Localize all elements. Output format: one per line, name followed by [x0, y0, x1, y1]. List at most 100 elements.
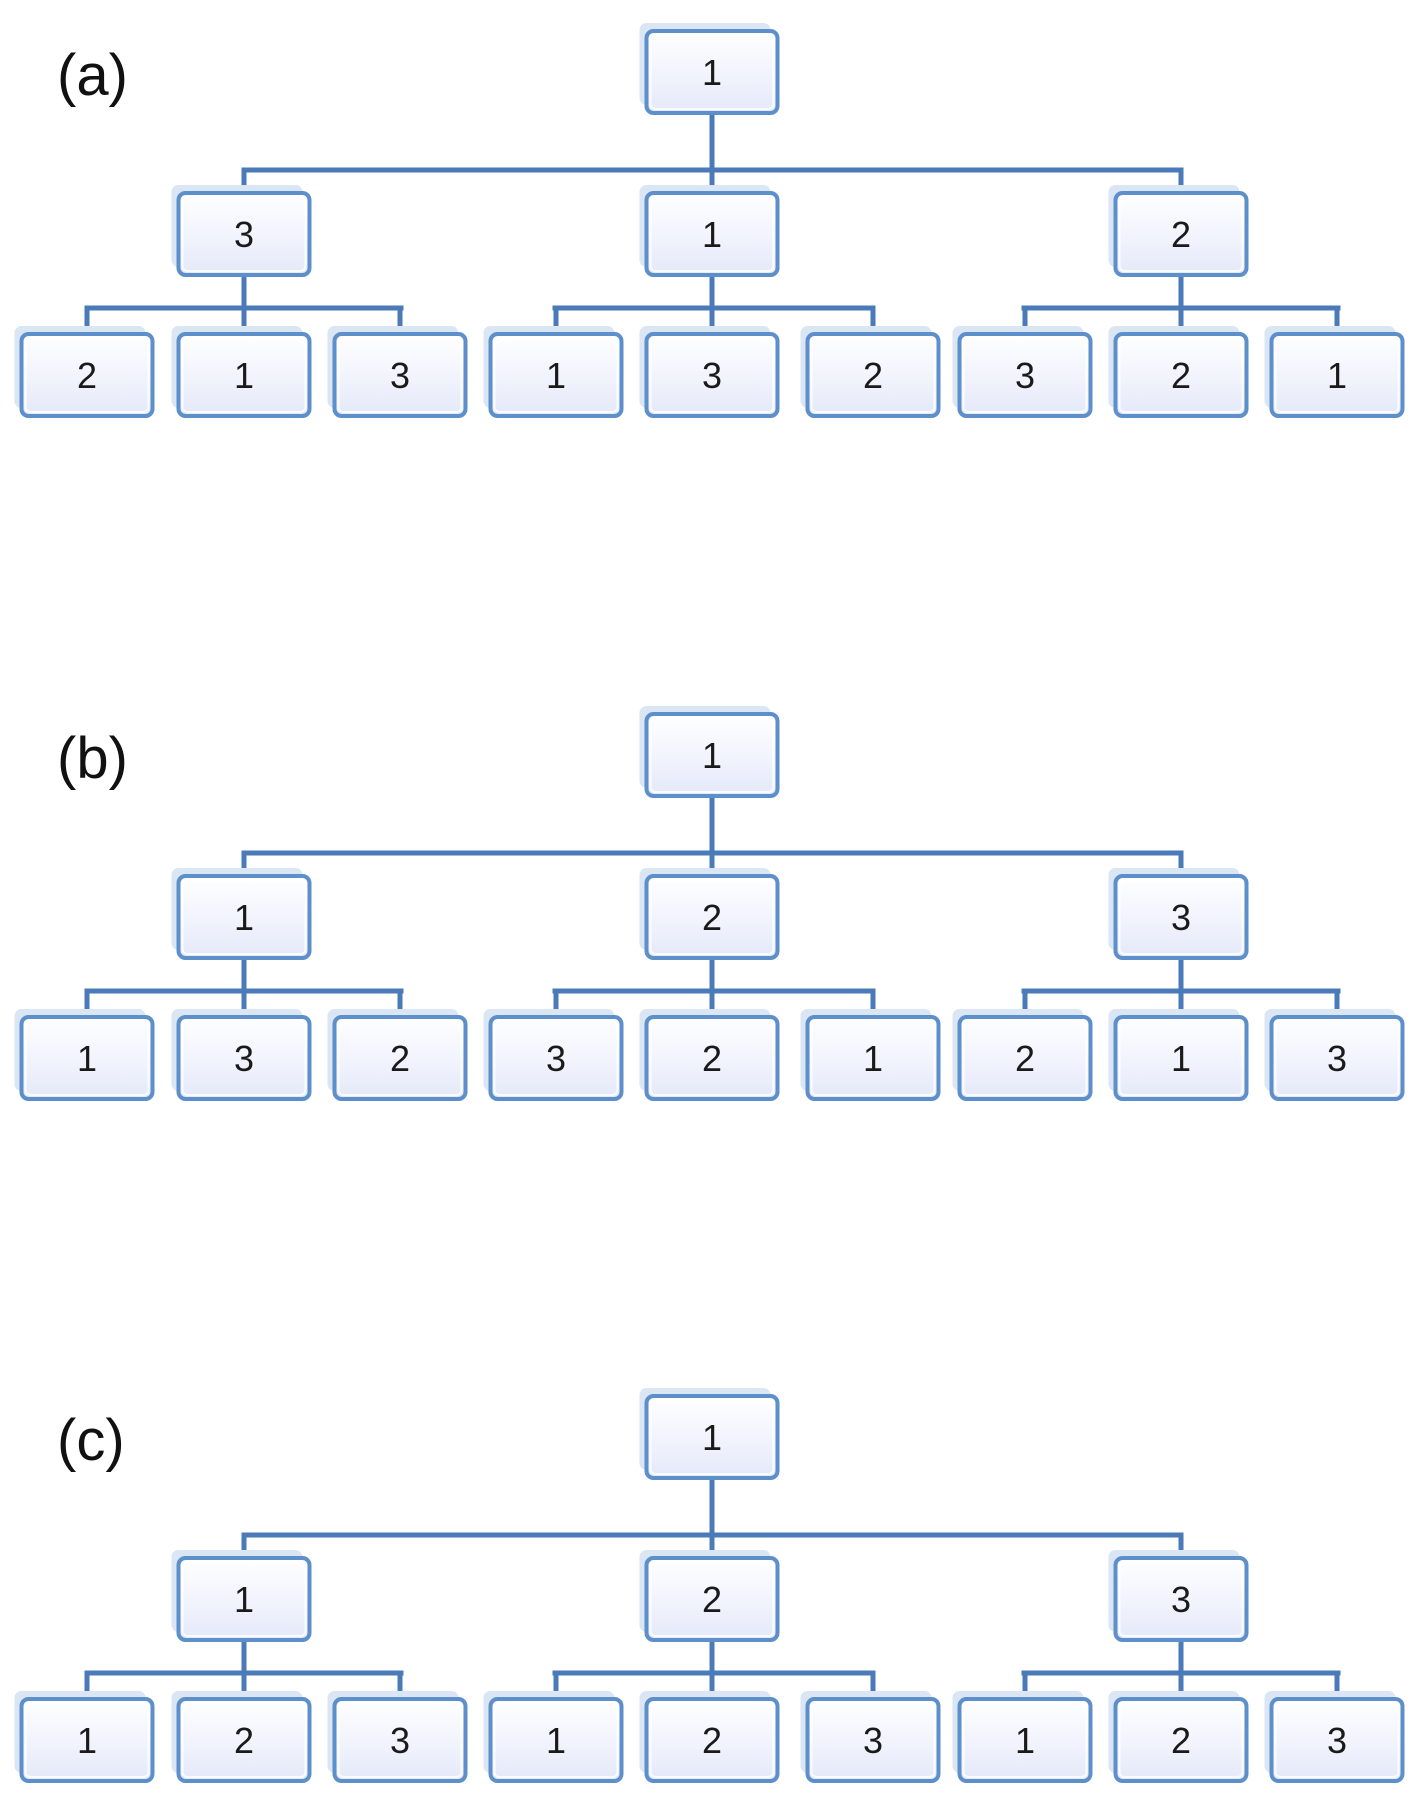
node-box	[176, 1015, 312, 1101]
root-node: 1	[639, 1388, 780, 1480]
node-highlight	[649, 34, 775, 110]
node-highlight	[1118, 337, 1244, 413]
leaf-node-4: 1	[483, 1691, 624, 1783]
node-highlight	[24, 1020, 150, 1096]
leaf-node-2: 3	[171, 1009, 312, 1101]
leaf-node-3: 3	[327, 1691, 468, 1783]
node-box	[332, 1697, 468, 1783]
node-box	[1269, 332, 1405, 418]
panel-label: (c)	[57, 1408, 125, 1473]
node-box	[1269, 1015, 1405, 1101]
leaf-node-4: 3	[483, 1009, 624, 1101]
node-box	[19, 1697, 155, 1783]
node-box	[805, 1015, 941, 1101]
node-highlight	[337, 1702, 463, 1778]
panel-label: (b)	[57, 726, 128, 791]
leaf-node-6: 1	[800, 1009, 941, 1101]
leaf-node-2: 1	[171, 326, 312, 418]
node-box	[19, 1015, 155, 1101]
node-value: 2	[702, 1038, 722, 1079]
node-box	[644, 29, 780, 115]
node-value: 3	[390, 1720, 410, 1761]
node-value: 2	[702, 1579, 722, 1620]
leaf-node-1: 1	[14, 1691, 155, 1783]
node-box	[1269, 1697, 1405, 1783]
node-highlight	[649, 717, 775, 793]
node-box	[1113, 332, 1249, 418]
root-node: 1	[639, 706, 780, 798]
leaf-node-9: 1	[1264, 326, 1405, 418]
node-value: 1	[77, 1720, 97, 1761]
node-box	[644, 1697, 780, 1783]
node-box	[644, 874, 780, 960]
node-highlight	[181, 1561, 307, 1637]
node-value: 3	[1171, 1579, 1191, 1620]
node-highlight	[337, 337, 463, 413]
node-value: 1	[234, 897, 254, 938]
mid-node-1: 3	[171, 185, 312, 277]
leaf-node-7: 3	[952, 326, 1093, 418]
node-highlight	[493, 1020, 619, 1096]
mid-node-2: 2	[639, 1550, 780, 1642]
node-value: 1	[77, 1038, 97, 1079]
node-highlight	[24, 1702, 150, 1778]
leaf-node-6: 3	[800, 1691, 941, 1783]
node-highlight	[962, 1702, 1088, 1778]
leaf-node-5: 2	[639, 1691, 780, 1783]
node-box	[1113, 874, 1249, 960]
node-value: 3	[863, 1720, 883, 1761]
node-highlight	[649, 337, 775, 413]
node-box	[332, 1015, 468, 1101]
node-highlight	[649, 879, 775, 955]
node-highlight	[1274, 337, 1400, 413]
leaf-node-1: 1	[14, 1009, 155, 1101]
node-box	[176, 1556, 312, 1642]
node-value: 1	[1015, 1720, 1035, 1761]
node-value: 3	[1327, 1038, 1347, 1079]
node-value: 3	[390, 355, 410, 396]
node-box	[19, 332, 155, 418]
node-value: 1	[1171, 1038, 1191, 1079]
node-value: 2	[390, 1038, 410, 1079]
node-value: 1	[702, 52, 722, 93]
node-box	[332, 332, 468, 418]
node-value: 1	[702, 735, 722, 776]
node-highlight	[810, 337, 936, 413]
node-box	[957, 1015, 1093, 1101]
node-highlight	[181, 879, 307, 955]
node-value: 3	[1171, 897, 1191, 938]
panel-label: (a)	[57, 43, 128, 108]
node-box	[176, 1697, 312, 1783]
node-highlight	[1118, 196, 1244, 272]
node-highlight	[181, 1702, 307, 1778]
node-box	[957, 332, 1093, 418]
node-highlight	[1118, 1702, 1244, 1778]
node-highlight	[1118, 879, 1244, 955]
node-highlight	[962, 1020, 1088, 1096]
node-box	[644, 1394, 780, 1480]
node-box	[1113, 1697, 1249, 1783]
node-value: 1	[234, 1579, 254, 1620]
connectors	[84, 793, 1341, 1020]
node-highlight	[1118, 1561, 1244, 1637]
node-highlight	[337, 1020, 463, 1096]
node-value: 2	[702, 1720, 722, 1761]
node-value: 2	[702, 897, 722, 938]
node-highlight	[493, 337, 619, 413]
node-highlight	[810, 1702, 936, 1778]
leaf-node-8: 2	[1108, 326, 1249, 418]
node-highlight	[493, 1702, 619, 1778]
mid-node-3: 2	[1108, 185, 1249, 277]
root-node: 1	[639, 23, 780, 115]
leaf-node-5: 3	[639, 326, 780, 418]
node-box	[805, 332, 941, 418]
mid-node-3: 3	[1108, 868, 1249, 960]
leaf-node-3: 3	[327, 326, 468, 418]
leaf-node-2: 2	[171, 1691, 312, 1783]
node-highlight	[1118, 1020, 1244, 1096]
node-box	[644, 191, 780, 277]
node-box	[176, 332, 312, 418]
node-value: 2	[77, 355, 97, 396]
